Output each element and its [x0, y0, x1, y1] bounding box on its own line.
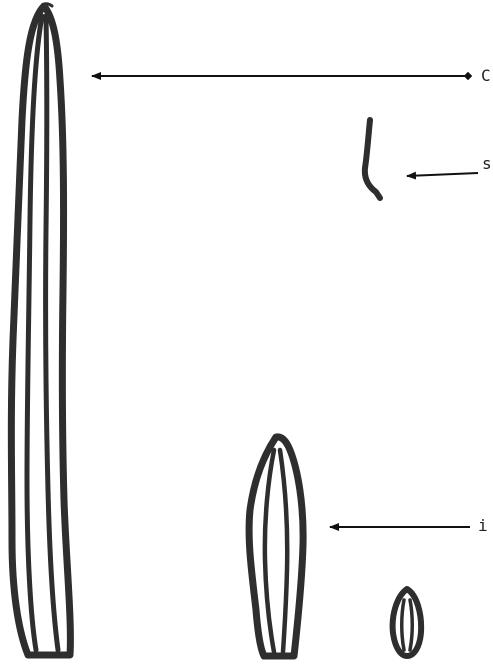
medium-lanceolate-specimen: [249, 437, 303, 656]
label-bottom: i: [478, 518, 488, 534]
highlight-smudge: [110, 312, 250, 324]
label-middle: s: [482, 156, 492, 172]
callout-arrow-middle: [407, 173, 478, 176]
arrow-tail-diamond: [464, 72, 472, 80]
callout-arrow-top: [92, 72, 472, 80]
small-oval-specimen: [393, 589, 422, 656]
small-curved-specimen: [365, 120, 380, 198]
large-elongated-specimen: [11, 4, 70, 655]
label-top: C: [481, 68, 491, 84]
